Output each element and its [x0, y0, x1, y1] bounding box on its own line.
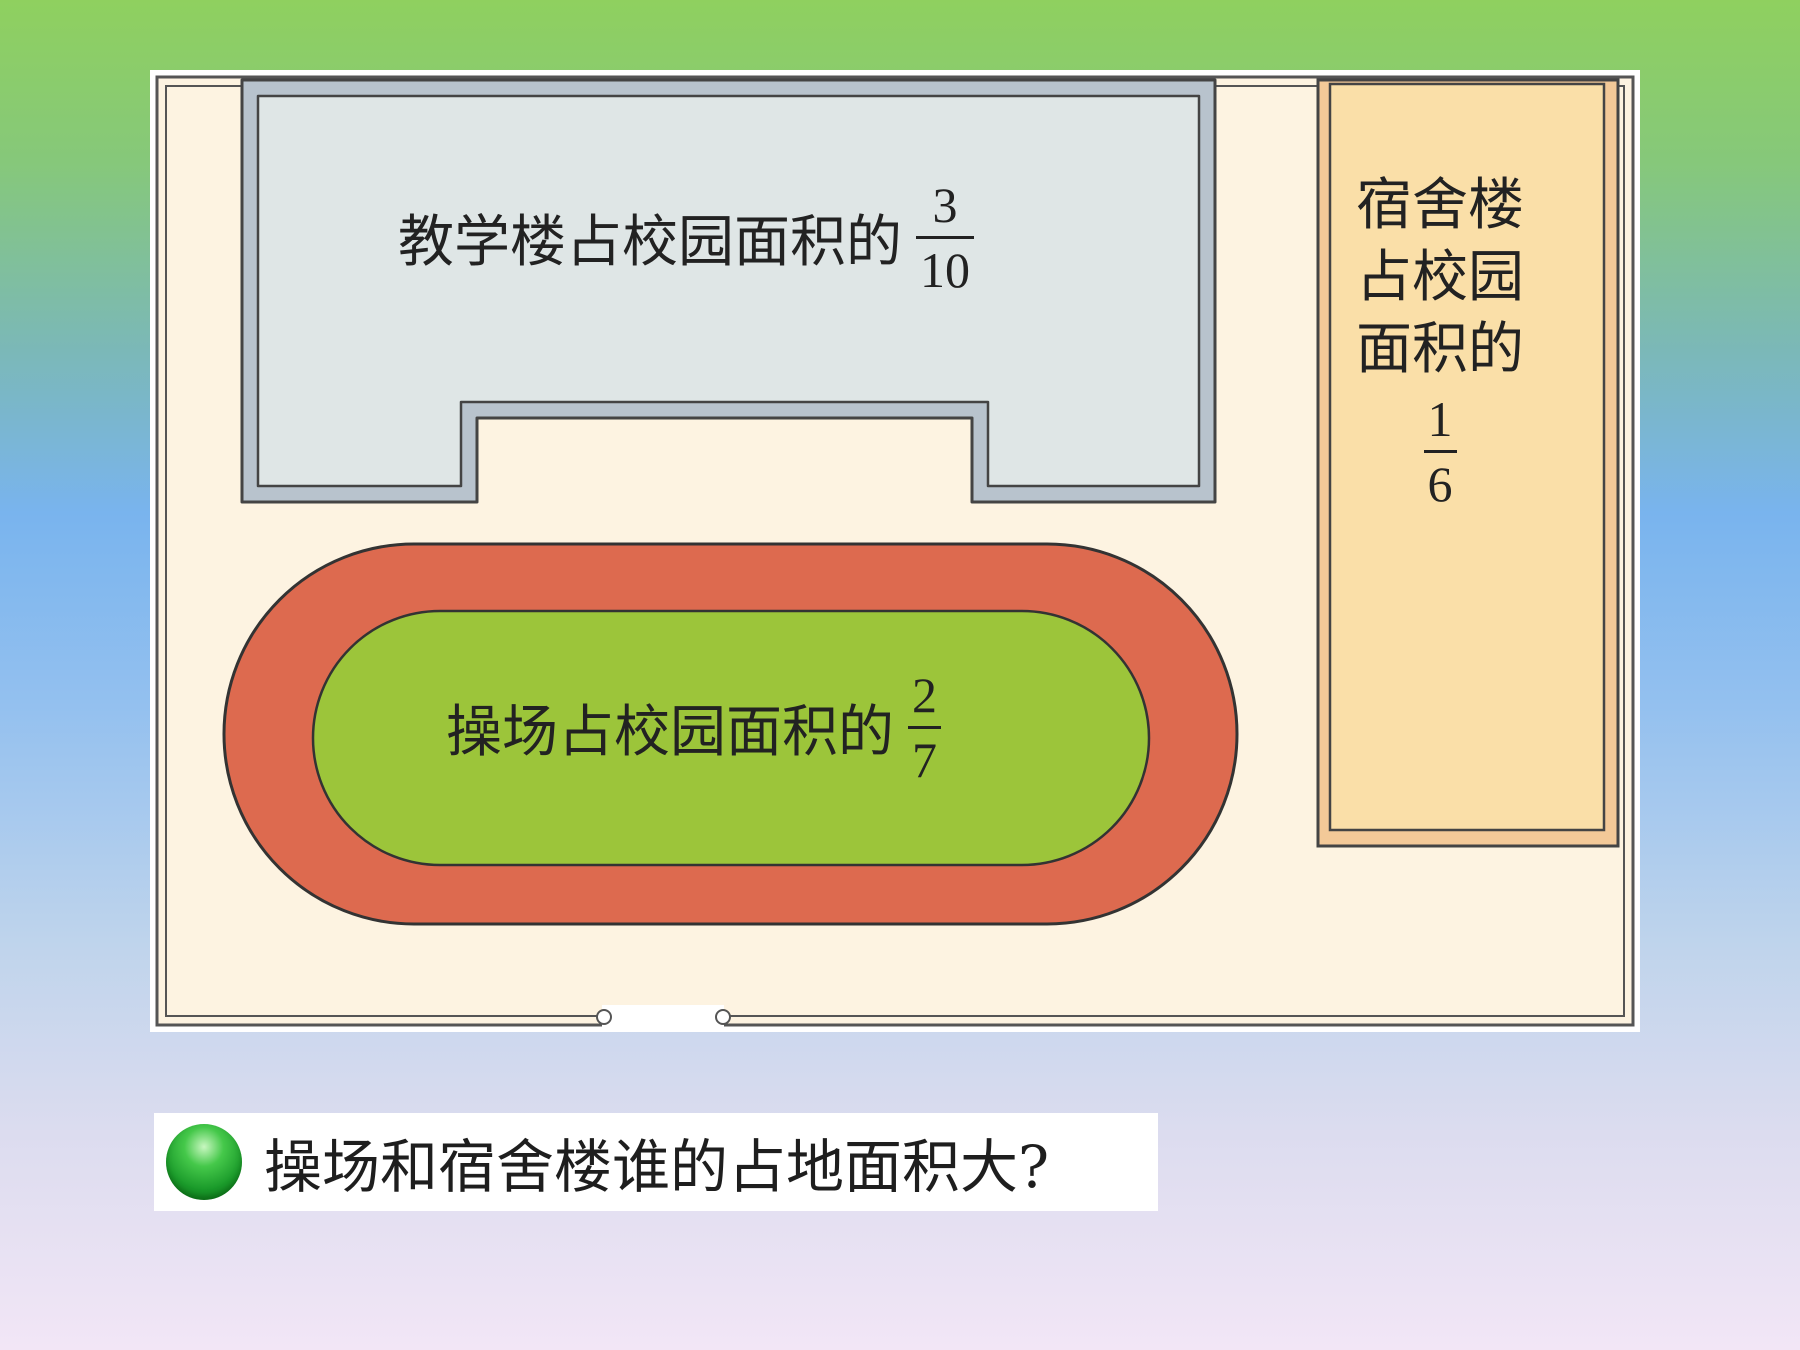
question-box: 操场和宿舍楼谁的占地面积大?: [154, 1113, 1158, 1211]
dormitory-text-line-2: 占校园: [1356, 245, 1524, 310]
gate-opening: [602, 1005, 724, 1032]
teaching-building-fraction: 3 10: [916, 180, 974, 295]
gate-post-right: [715, 1009, 731, 1025]
campus-map: 教学楼占校园面积的 3 10 操场占校园面积的 2 7 宿舍楼 占校园 面积的 …: [150, 70, 1640, 1032]
fraction-numerator: 2: [912, 667, 937, 723]
fraction-denominator: 6: [1427, 456, 1453, 512]
teaching-building-text: 教学楼占校园面积的: [398, 210, 902, 275]
playground-field: [311, 609, 1151, 867]
fraction-denominator: 10: [920, 242, 970, 298]
fraction-denominator: 7: [912, 732, 937, 788]
question-text: 操场和宿舍楼谁的占地面积大?: [264, 1133, 1050, 1201]
playground-fraction: 2 7: [908, 670, 941, 785]
campus-map-drawing: [150, 70, 1640, 1032]
fraction-bar: [908, 726, 941, 729]
fraction-numerator: 1: [1427, 391, 1453, 447]
dormitory-label: 宿舍楼 占校园 面积的 1 6: [1330, 170, 1550, 509]
fraction-bar: [916, 236, 974, 239]
fraction-bar: [1423, 450, 1457, 453]
playground-text: 操场占校园面积的: [446, 700, 894, 765]
dormitory-text-line-3: 面积的: [1356, 317, 1524, 382]
dormitory: [1328, 82, 1606, 832]
playground-label: 操场占校园面积的 2 7: [446, 670, 941, 785]
teaching-building: [256, 94, 1201, 488]
teaching-building-label: 教学楼占校园面积的 3 10: [398, 180, 974, 295]
gate-post-left: [596, 1009, 612, 1025]
fraction-numerator: 3: [932, 177, 958, 233]
dormitory-fraction: 1 6: [1423, 391, 1457, 512]
green-ball-icon: [166, 1124, 242, 1200]
dormitory-text-line-1: 宿舍楼: [1356, 173, 1524, 238]
